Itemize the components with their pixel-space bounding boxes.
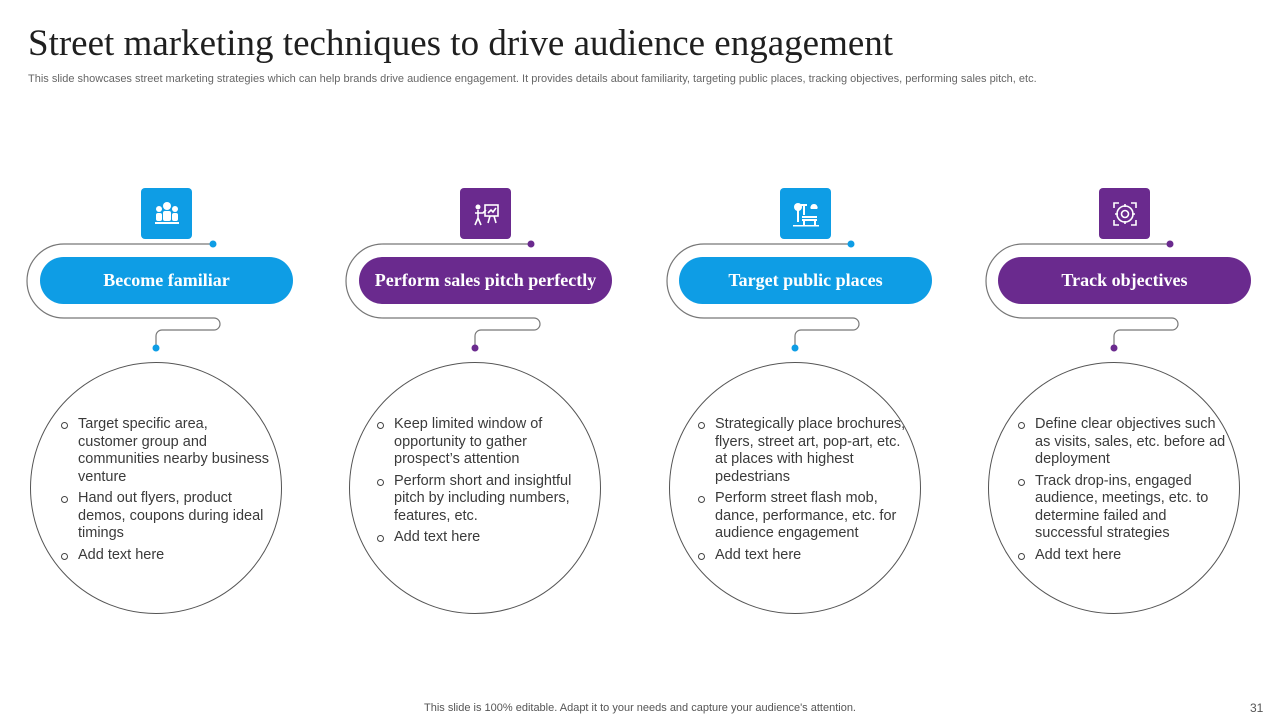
- list-item: Add text here: [376, 529, 586, 547]
- presentation-icon: [473, 203, 499, 225]
- card-heading: Track objectives: [1061, 270, 1188, 290]
- connector-dot: [152, 344, 160, 352]
- list-item: Define clear objectives such as visits, …: [1017, 416, 1227, 469]
- connector-dot: [791, 344, 799, 352]
- card-heading: Perform sales pitch perfectly: [374, 270, 597, 290]
- list-item: Perform short and insightful pitch by in…: [376, 473, 586, 526]
- card-icon-box: [141, 188, 192, 239]
- list-item: Strategically place brochures, flyers, s…: [697, 416, 907, 486]
- card-circle: [988, 362, 1240, 614]
- card-bullets: Strategically place brochures, flyers, s…: [697, 416, 907, 568]
- connector-dot: [471, 344, 479, 352]
- list-item: Track drop-ins, engaged audience, meetin…: [1017, 473, 1227, 543]
- target-icon: [1112, 201, 1137, 226]
- slide-title: Street marketing techniques to drive aud…: [28, 23, 894, 64]
- connector-dot: [527, 240, 535, 248]
- card-bullets: Keep limited window of opportunity to ga…: [376, 416, 586, 551]
- list-item: Hand out flyers, product demos, coupons …: [60, 490, 270, 543]
- list-item: Target specific area, customer group and…: [60, 416, 270, 486]
- list-item: Keep limited window of opportunity to ga…: [376, 416, 586, 469]
- card-heading-pill: Perform sales pitch perfectly: [359, 257, 612, 304]
- card-circle: [349, 362, 601, 614]
- card-heading-pill: Track objectives: [998, 257, 1251, 304]
- card-bullets: Define clear objectives such as visits, …: [1017, 416, 1227, 568]
- park-bench-icon: [792, 202, 819, 226]
- card-heading: Target public places: [728, 270, 883, 290]
- card-heading-pill: Target public places: [679, 257, 932, 304]
- connector-dot: [847, 240, 855, 248]
- list-item: Add text here: [60, 547, 270, 565]
- slide-footer: This slide is 100% editable. Adapt it to…: [424, 702, 856, 714]
- list-item: Add text here: [1017, 547, 1227, 565]
- connector-dot: [1110, 344, 1118, 352]
- card-circle: [30, 362, 282, 614]
- card-bullets: Target specific area, customer group and…: [60, 416, 270, 568]
- card-icon-box: [460, 188, 511, 239]
- card-heading: Become familiar: [103, 270, 230, 290]
- connector-dot: [1166, 240, 1174, 248]
- list-item: Add text here: [697, 547, 907, 565]
- card-icon-box: [780, 188, 831, 239]
- card-icon-box: [1099, 188, 1150, 239]
- card-heading-pill: Become familiar: [40, 257, 293, 304]
- team-icon: [154, 201, 179, 224]
- list-item: Perform street flash mob, dance, perform…: [697, 490, 907, 543]
- page-number: 31: [1250, 701, 1264, 715]
- slide-subtitle: This slide showcases street marketing st…: [28, 73, 1037, 85]
- card-circle: [669, 362, 921, 614]
- connector-dot: [209, 240, 217, 248]
